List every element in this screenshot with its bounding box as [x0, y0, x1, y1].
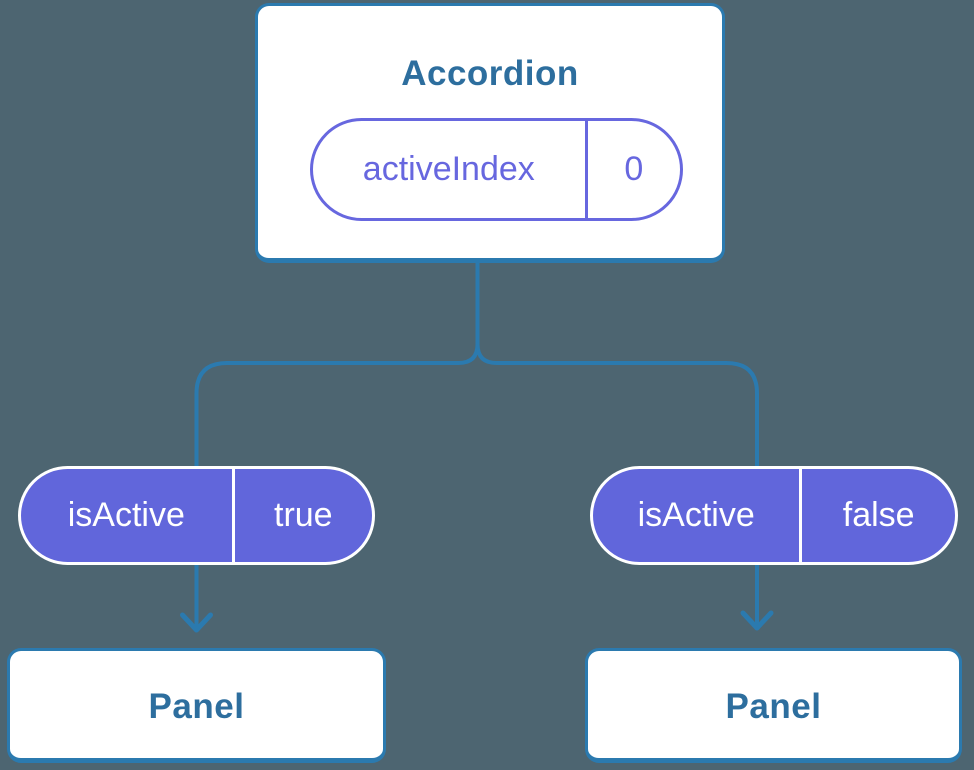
- panel-card-left: Panel: [7, 648, 386, 763]
- state-name-label: activeIndex: [313, 121, 588, 218]
- state-pill-activeindex: activeIndex 0: [310, 118, 683, 221]
- arrow-down-icon: [180, 612, 213, 633]
- accordion-card-title: Accordion: [401, 54, 579, 93]
- state-value-label: 0: [624, 150, 644, 188]
- prop-name-label: isActive: [593, 469, 803, 562]
- accordion-card: Accordion activeIndex 0: [255, 3, 725, 263]
- panel-card-title: Panel: [148, 687, 245, 726]
- panel-card-title: Panel: [725, 687, 822, 726]
- prop-value-label: false: [842, 496, 915, 534]
- arrow-down-icon: [740, 610, 774, 631]
- prop-pill-isactive-true: isActive true: [18, 466, 375, 565]
- prop-pill-isactive-false: isActive false: [590, 466, 958, 565]
- prop-name-label: isActive: [21, 469, 235, 562]
- panel-card-right: Panel: [585, 648, 962, 763]
- prop-value-label: true: [274, 496, 333, 534]
- branch-line-left: [194, 261, 480, 627]
- branch-line-right: [475, 261, 759, 625]
